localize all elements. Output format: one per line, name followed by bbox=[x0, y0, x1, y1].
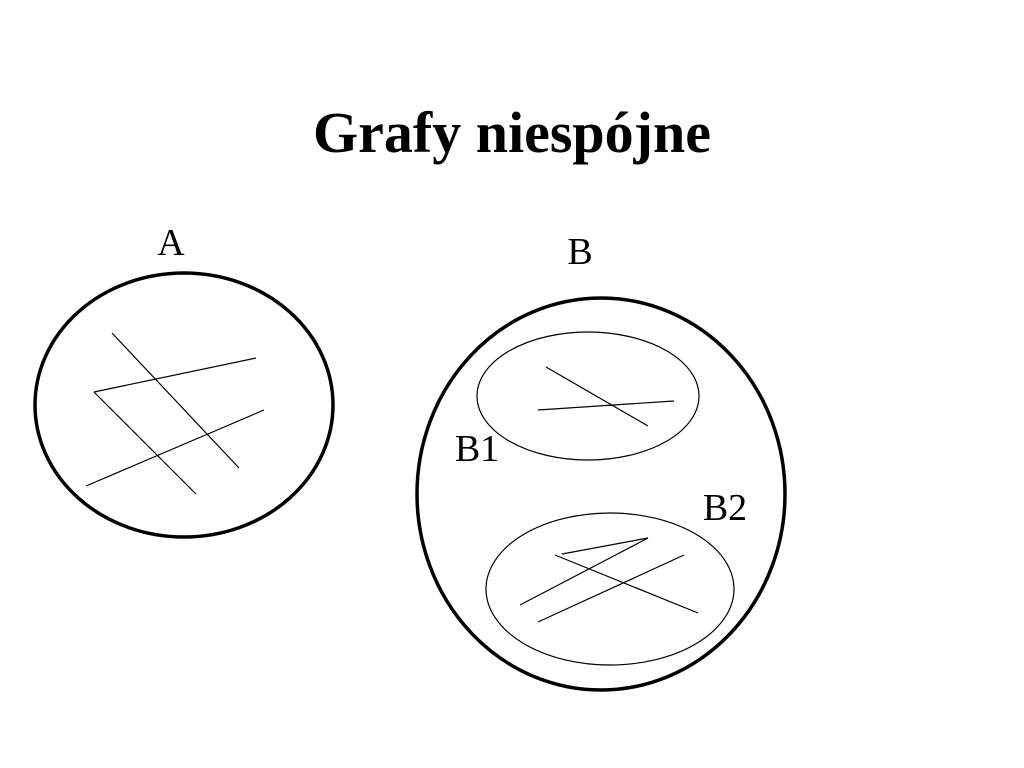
graph-b-boundary bbox=[415, 296, 787, 692]
component-b2-edge bbox=[561, 537, 649, 555]
graph-b: B B1 B2 bbox=[415, 231, 787, 692]
component-b2-edge bbox=[519, 537, 649, 606]
graph-a-edge bbox=[93, 391, 197, 495]
component-b1-edge bbox=[545, 366, 649, 427]
component-b2-edge bbox=[537, 554, 685, 623]
component-b1-edge bbox=[537, 400, 675, 411]
graph-a-edge bbox=[93, 357, 257, 393]
graph-a-label: A bbox=[157, 222, 185, 264]
component-b2: B2 bbox=[485, 487, 747, 666]
graph-a-boundary bbox=[33, 271, 335, 539]
graph-a: A bbox=[33, 222, 335, 539]
component-b2-boundary bbox=[485, 512, 735, 666]
graph-a-edge bbox=[111, 332, 240, 469]
component-b2-edge bbox=[554, 554, 699, 614]
graph-a-edges bbox=[85, 332, 265, 495]
slide-title: Grafy niespójne bbox=[313, 100, 711, 165]
graph-a-edge bbox=[85, 409, 265, 487]
component-b2-label: B2 bbox=[703, 487, 747, 529]
component-b1-boundary bbox=[476, 331, 700, 461]
component-b1-label: B1 bbox=[455, 428, 499, 470]
component-b1: B1 bbox=[455, 331, 700, 470]
graph-b-label: B bbox=[567, 231, 592, 273]
